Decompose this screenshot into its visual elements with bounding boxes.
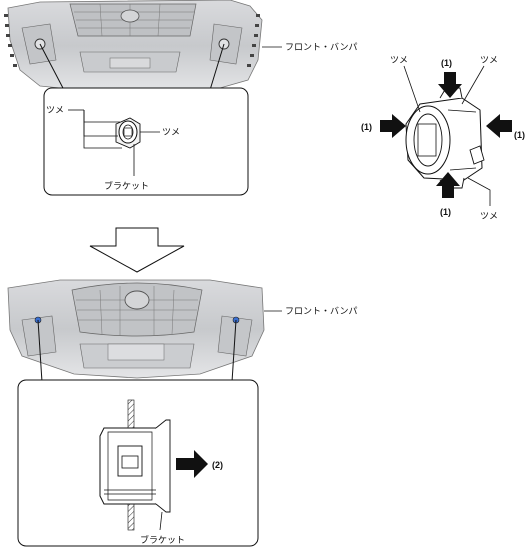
bracket-label-bottom: ブラケット [140,534,185,546]
zoom-line [231,319,237,383]
tab-label-right: ツメ [162,128,180,138]
callout-pull-out: (2) [212,460,223,470]
callout-press-right: (1) [514,130,525,140]
zoom-line [209,43,225,91]
detail-box-top [43,87,249,196]
callout-press-top: (1) [441,58,452,68]
pull-out-arrow [176,450,208,478]
press-arrow-top [438,72,462,98]
press-arrow-left [380,114,406,138]
clip-tab-leaders [403,65,491,206]
zoom-line [39,43,65,91]
clip-tab-label-lower: ツメ [480,212,498,222]
next-step-arrow [89,227,185,273]
clip-release-detail [405,87,485,189]
tab-label-left: ツメ [46,106,64,116]
callout-press-bottom: (1) [440,207,451,217]
front-bumper-top-illustration [4,0,263,93]
clip-tab-label-upper-right: ツメ [480,56,498,66]
callout-press-left: (1) [361,122,372,132]
front-bumper-label-bottom: フロント・バンパ [285,306,357,317]
front-bumper-bottom-illustration [7,279,265,379]
press-arrow-right [486,114,512,138]
bracket-label-top: ブラケット [104,180,149,192]
zoom-line [37,319,43,383]
detail-box-bottom [17,379,259,547]
clip-tab-label-upper-left: ツメ [390,56,408,66]
front-bumper-label-top: フロント・バンパ [285,42,357,53]
press-arrow-bottom [436,172,460,198]
